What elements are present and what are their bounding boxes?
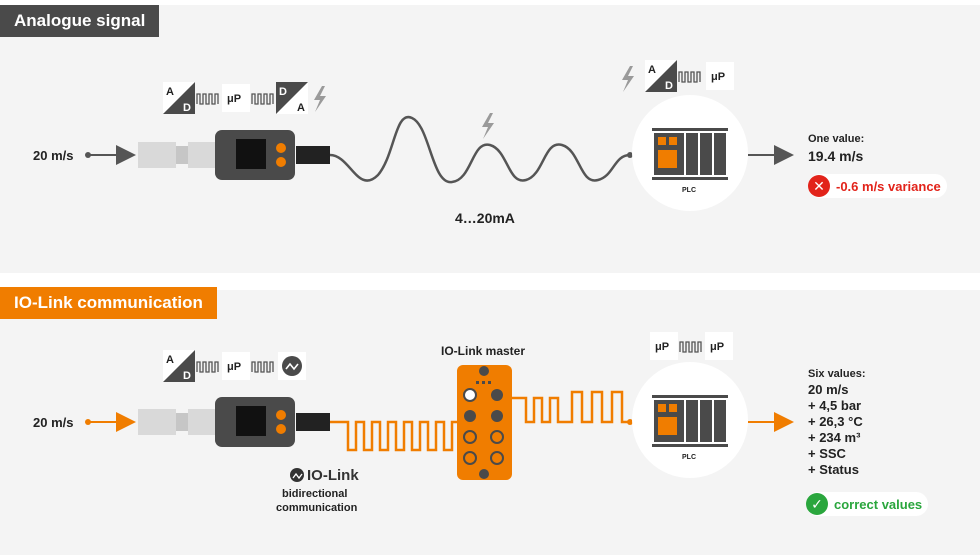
svg-text:PLC: PLC <box>682 454 696 461</box>
lightning-icon <box>622 66 634 92</box>
svg-text:D: D <box>279 86 287 98</box>
bidirectional-label-2: communication <box>276 502 358 514</box>
iolink-transceiver-icon <box>278 352 306 380</box>
result-item: + 26,3 °C <box>808 414 863 429</box>
plc-microprocessor: μP <box>711 71 725 83</box>
analogue-result-value: 19.4 m/s <box>808 148 864 164</box>
iolink-result-list: 20 m/s + 4,5 bar + 26,3 °C + 234 m³ + SS… <box>808 382 863 478</box>
correct-values-text: correct values <box>834 496 923 512</box>
result-item: + 234 m³ <box>808 430 861 445</box>
iolink-master-device <box>457 365 512 480</box>
variance-text: -0.6 m/s variance <box>836 178 941 194</box>
iolink-microprocessor: μP <box>227 361 241 373</box>
lightning-icon <box>314 86 326 112</box>
variance-badge: ✕ -0.6 m/s variance <box>808 174 947 198</box>
iolink-square-signal <box>330 420 464 452</box>
svg-text:A: A <box>297 102 305 114</box>
svg-text:A: A <box>166 354 174 366</box>
lightning-icon <box>482 113 494 139</box>
result-item: + 4,5 bar <box>808 398 862 413</box>
digital-pulse-icon <box>678 71 701 83</box>
svg-text:A: A <box>166 86 174 98</box>
io-link-logo-text: IO-Link <box>307 467 359 484</box>
svg-text:D: D <box>665 80 673 92</box>
analogue-result-heading: One value: <box>808 133 865 145</box>
iolink-ad-converter: A D <box>163 350 195 382</box>
analogue-input-value: 20 m/s <box>33 148 74 163</box>
bidirectional-label-1: bidirectional <box>282 488 348 500</box>
correct-values-badge: ✓ correct values <box>806 492 929 516</box>
iolink-input-value: 20 m/s <box>33 415 74 430</box>
digital-pulse-icon <box>196 361 219 373</box>
iolink-section-title: IO-Link communication <box>0 287 217 319</box>
svg-text:PLC: PLC <box>682 187 696 194</box>
analogue-microprocessor: μP <box>227 93 241 105</box>
result-item: + SSC <box>808 446 846 461</box>
digital-pulse-icon <box>251 361 274 373</box>
analogue-signal-range: 4…20mA <box>455 210 515 226</box>
iolink-sensor <box>138 397 330 447</box>
digital-pulse-icon <box>251 93 274 105</box>
digital-pulse-icon <box>196 93 219 105</box>
svg-text:A: A <box>648 64 656 76</box>
analogue-plc: PLC <box>632 95 748 211</box>
analogue-da-converter: D A <box>276 82 308 114</box>
svg-text:D: D <box>183 102 191 114</box>
plc-microprocessor: μP <box>655 341 669 353</box>
io-link-logo-icon <box>290 468 304 482</box>
plc-microprocessor: μP <box>710 341 724 353</box>
iolink-input-arrow <box>85 412 136 432</box>
result-item: 20 m/s <box>808 382 849 397</box>
iolink-master-label: IO-Link master <box>441 344 526 358</box>
plc-ad-converter: A D <box>645 60 677 92</box>
analogue-panel <box>0 5 980 273</box>
x-circle-icon: ✕ <box>808 175 830 197</box>
analogue-wave-signal <box>329 115 631 184</box>
analogue-ad-converter: A D <box>163 82 195 114</box>
result-item: + Status <box>808 462 859 477</box>
check-circle-icon: ✓ <box>806 493 828 515</box>
svg-text:D: D <box>183 370 191 382</box>
iolink-result-heading: Six values: <box>808 368 866 380</box>
analogue-input-arrow <box>85 145 136 165</box>
iolink-plc: PLC <box>632 362 748 478</box>
digital-pulse-icon <box>679 341 702 353</box>
analogue-section-title: Analogue signal <box>0 5 160 37</box>
iolink-square-signal <box>512 390 632 424</box>
analogue-sensor <box>138 130 330 180</box>
